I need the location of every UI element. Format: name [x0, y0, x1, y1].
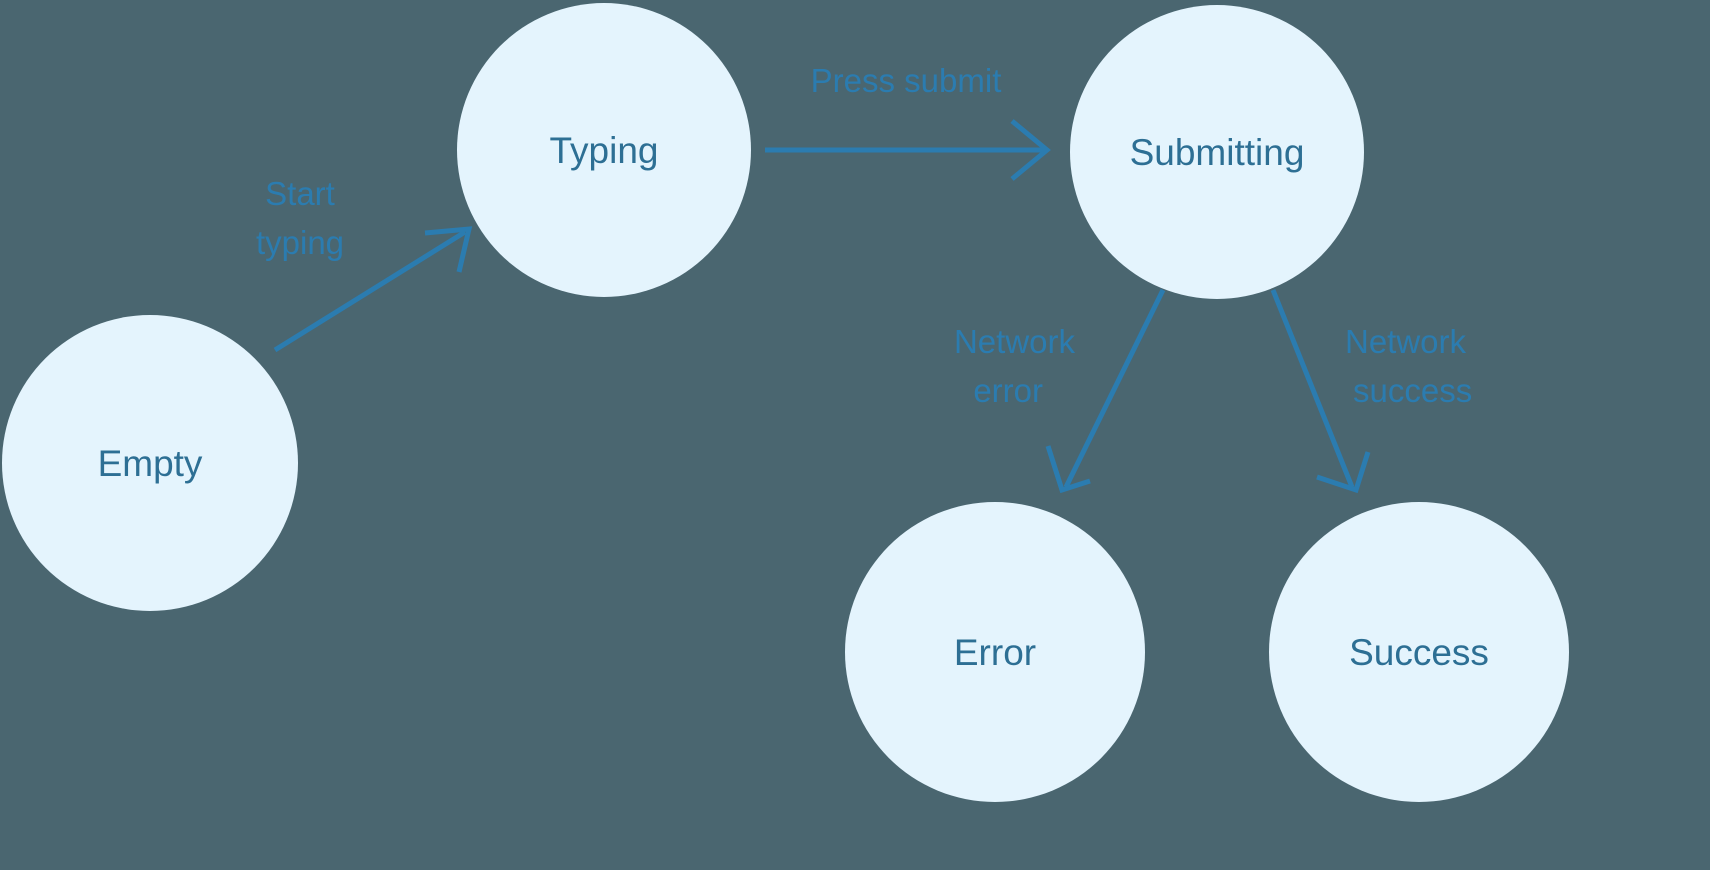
edge-submitting-to-error	[1045, 288, 1166, 494]
edge-typing-to-submitting	[765, 119, 1051, 181]
node-submitting[interactable]: Submitting	[1070, 5, 1364, 299]
node-typing-circle[interactable]	[457, 3, 751, 297]
node-error-circle[interactable]	[845, 502, 1145, 802]
edge-submitting-to-success	[1270, 289, 1371, 494]
node-empty-circle[interactable]	[2, 315, 298, 611]
edge-line-submitting-to-error	[1063, 288, 1166, 489]
node-success-circle[interactable]	[1269, 502, 1569, 802]
node-empty[interactable]: Empty	[2, 315, 298, 611]
edge-empty-to-typing	[273, 226, 473, 353]
node-typing-label: Typing	[549, 130, 658, 171]
edge-label-press-submit: Press submit	[811, 62, 1002, 99]
arrowhead-empty-to-typing	[424, 226, 473, 273]
edge-label-start-typing-line2: typing	[256, 224, 344, 261]
node-success-label: Success	[1349, 632, 1489, 673]
edge-line-empty-to-typing	[273, 229, 467, 353]
edge-label-start-typing-line1: Start	[265, 175, 335, 212]
node-submitting-label: Submitting	[1130, 132, 1305, 173]
node-typing[interactable]: Typing	[457, 3, 751, 297]
arrowhead-submitting-to-error	[1045, 445, 1091, 494]
arrowhead-submitting-to-success	[1316, 451, 1371, 494]
node-error-label: Error	[954, 632, 1036, 673]
node-empty-label: Empty	[98, 443, 203, 484]
node-error[interactable]: Error	[845, 502, 1145, 802]
node-success[interactable]: Success	[1269, 502, 1569, 802]
edge-label-network-success-line2: success	[1353, 372, 1472, 409]
node-submitting-circle[interactable]	[1070, 5, 1364, 299]
arrowhead-typing-to-submitting	[1010, 119, 1051, 181]
edge-line-submitting-to-success	[1270, 289, 1355, 488]
edge-label-start-typing: Start typing	[256, 175, 344, 261]
edge-label-press-submit-line1: Press submit	[811, 62, 1002, 99]
edge-label-network-error-line2: error	[973, 372, 1043, 409]
edge-label-network-error-line1: Network	[954, 323, 1076, 360]
edge-label-network-error: Network error	[954, 323, 1076, 409]
edge-label-network-success-line1: Network	[1345, 323, 1467, 360]
edge-label-network-success: Network success	[1345, 323, 1472, 409]
